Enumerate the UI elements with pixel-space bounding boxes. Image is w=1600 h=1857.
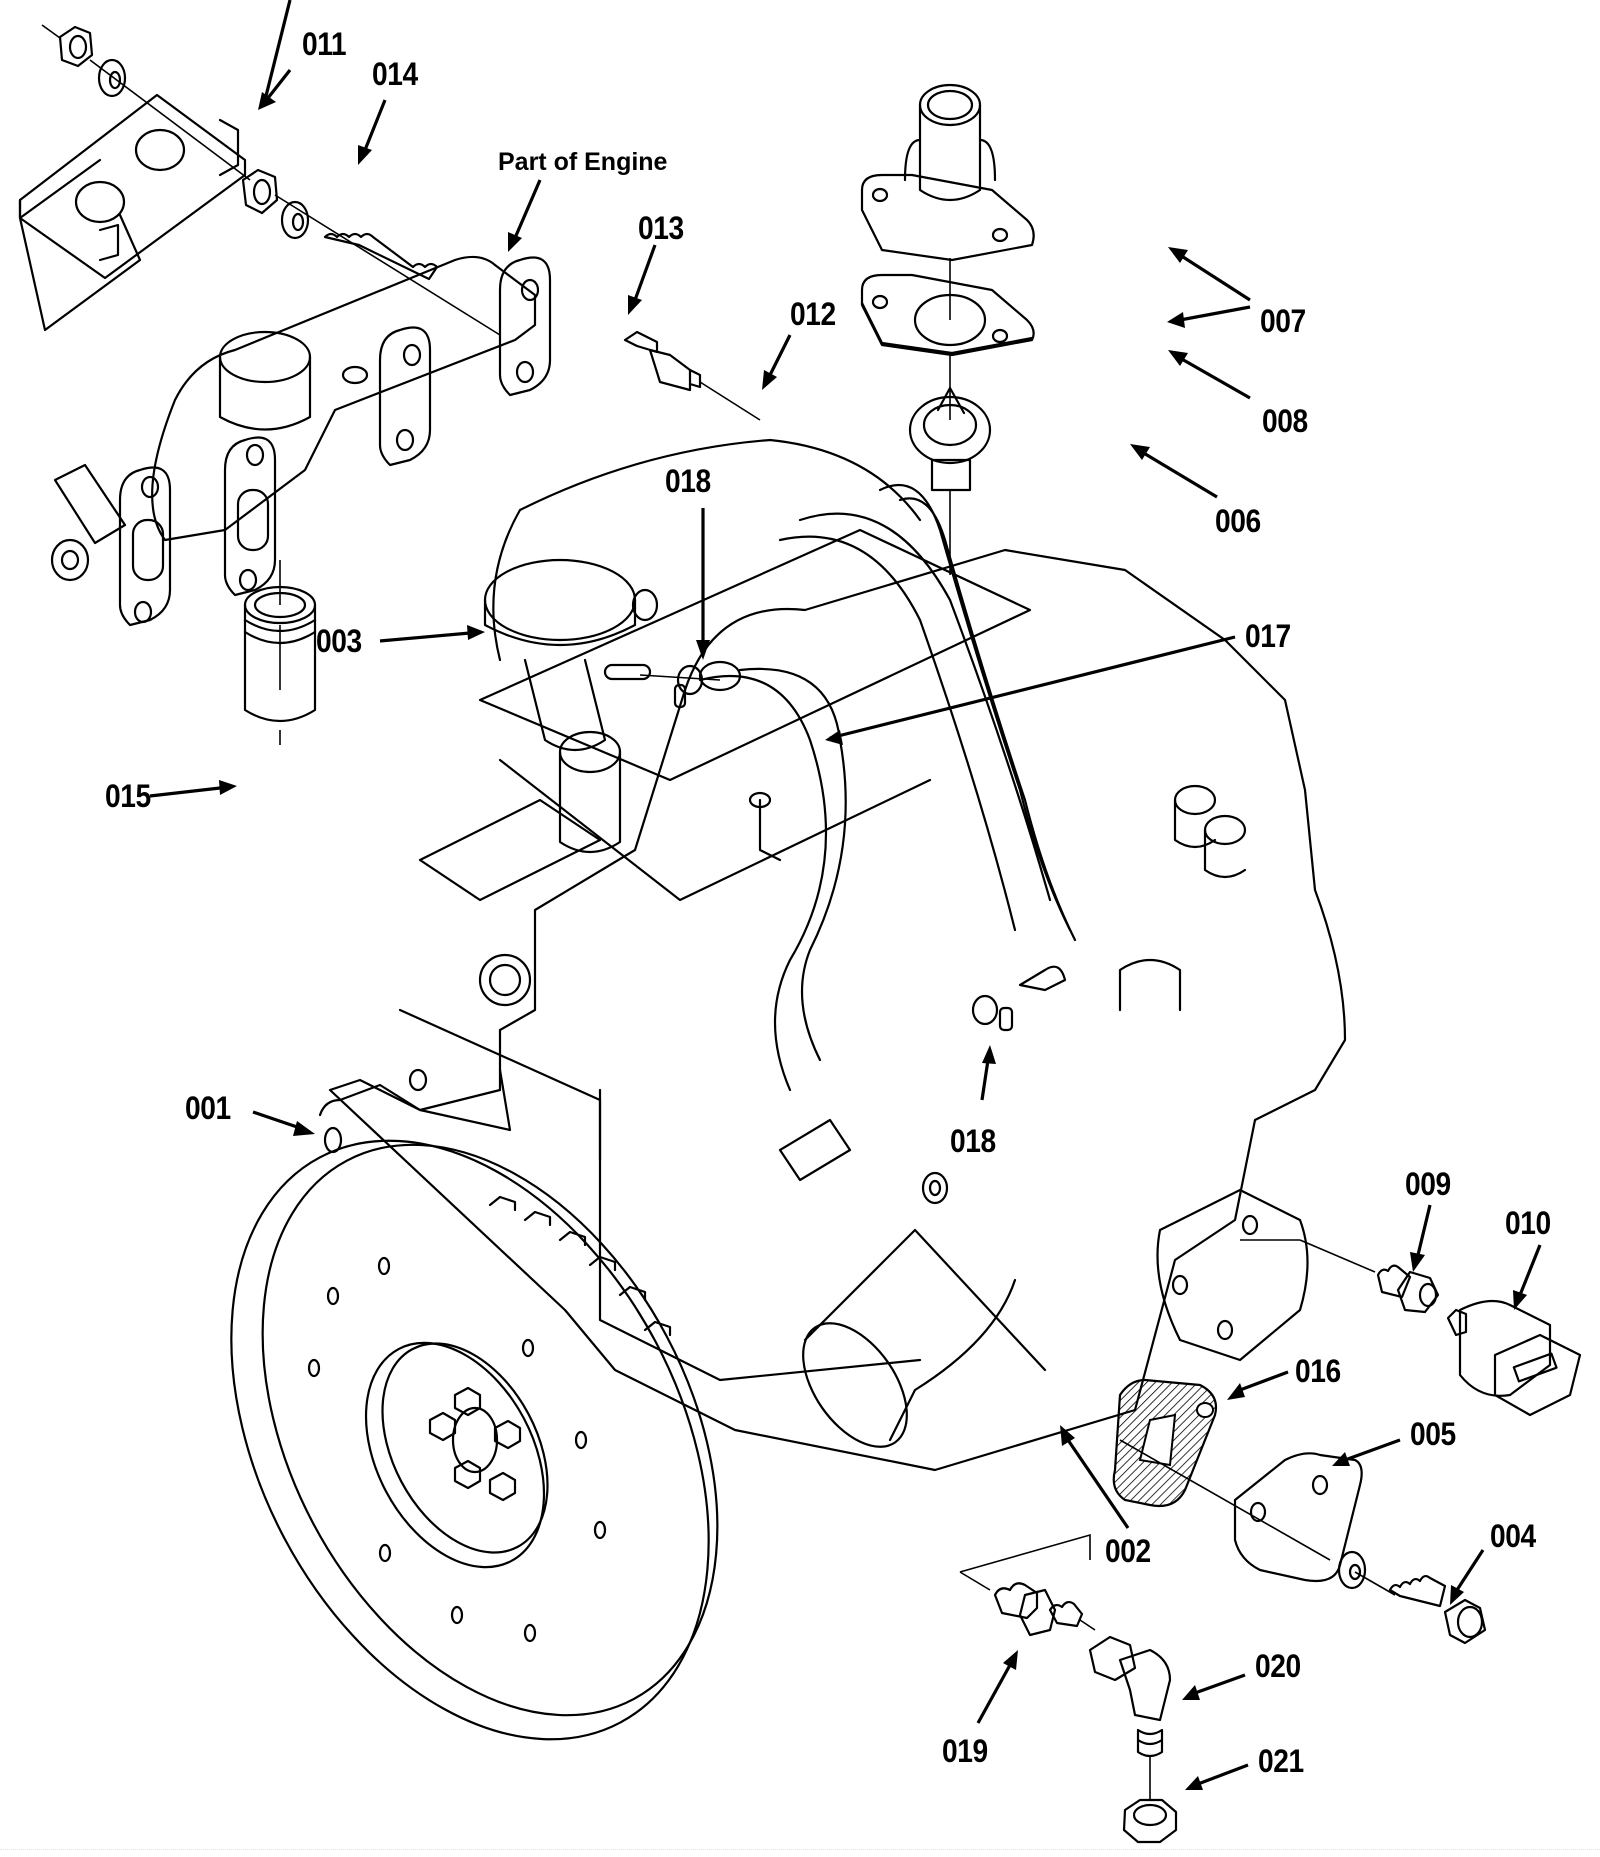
- exhaust-manifold-013: [50, 255, 552, 627]
- callout-012: 012: [790, 296, 836, 332]
- pressure-switch-010: [1446, 1299, 1582, 1417]
- note-part-of-engine: Part of Engine: [498, 148, 668, 176]
- callout-020: 020: [1255, 1648, 1301, 1684]
- callout-010: 010: [1505, 1205, 1551, 1241]
- callout-019: 019: [942, 1733, 988, 1769]
- callout-011: 011: [302, 26, 347, 62]
- callout-004: 004: [1490, 1518, 1536, 1554]
- gasket-008: [860, 273, 1035, 420]
- callout-015: 015: [105, 778, 151, 814]
- cap-nut-021: [1122, 1798, 1178, 1844]
- adapter-009: [1240, 1239, 1440, 1314]
- callout-021: 021: [1258, 1743, 1304, 1779]
- callout-013: 013: [638, 210, 684, 246]
- bracket-011: [18, 93, 247, 332]
- drain-fitting-019: [959, 1533, 1096, 1637]
- exhaust-elbow-015: [243, 560, 317, 745]
- washer-top-left: [89, 58, 251, 181]
- callout-018-lower: 018: [950, 1123, 996, 1159]
- callout-014: 014: [372, 56, 418, 92]
- washer-004: [1337, 1550, 1396, 1596]
- cover-plate-005: [1119, 1439, 1363, 1583]
- thermostat-housing-007: [860, 83, 1035, 320]
- callout-017: 017: [1245, 618, 1291, 654]
- temperature-sender-012: [623, 330, 761, 421]
- flywheel: [230, 1139, 719, 1741]
- washer-014: [274, 194, 501, 336]
- stud-part-of-engine: [323, 232, 439, 281]
- nut-014: [241, 168, 279, 215]
- leader-arrows: [149, 0, 1542, 1790]
- page-bottom-rule: [0, 1849, 1600, 1850]
- callout-005: 005: [1410, 1416, 1456, 1452]
- hose-clamp-018-upper: [603, 663, 721, 709]
- thermostat-006: [908, 386, 992, 575]
- callout-008: 008: [1262, 403, 1308, 439]
- hose-clamp-018-lower: [971, 965, 1067, 1032]
- callout-002: 002: [1105, 1533, 1151, 1569]
- nut-top-left: [41, 24, 94, 68]
- oil-filter-002: [802, 1228, 1047, 1448]
- callout-018-upper: 018: [665, 463, 711, 499]
- callout-001: 001: [185, 1090, 231, 1126]
- callout-003: 003: [316, 623, 362, 659]
- spacer-gasket-016: [1112, 1378, 1218, 1508]
- callout-009: 009: [1405, 1166, 1451, 1202]
- callout-007: 007: [1260, 303, 1306, 339]
- elbow-fitting-020: [1088, 1635, 1172, 1800]
- bolt-004: [1388, 1574, 1487, 1645]
- callout-016: 016: [1295, 1353, 1341, 1389]
- callout-006: 006: [1215, 503, 1261, 539]
- engine-block-001: [318, 438, 1347, 1472]
